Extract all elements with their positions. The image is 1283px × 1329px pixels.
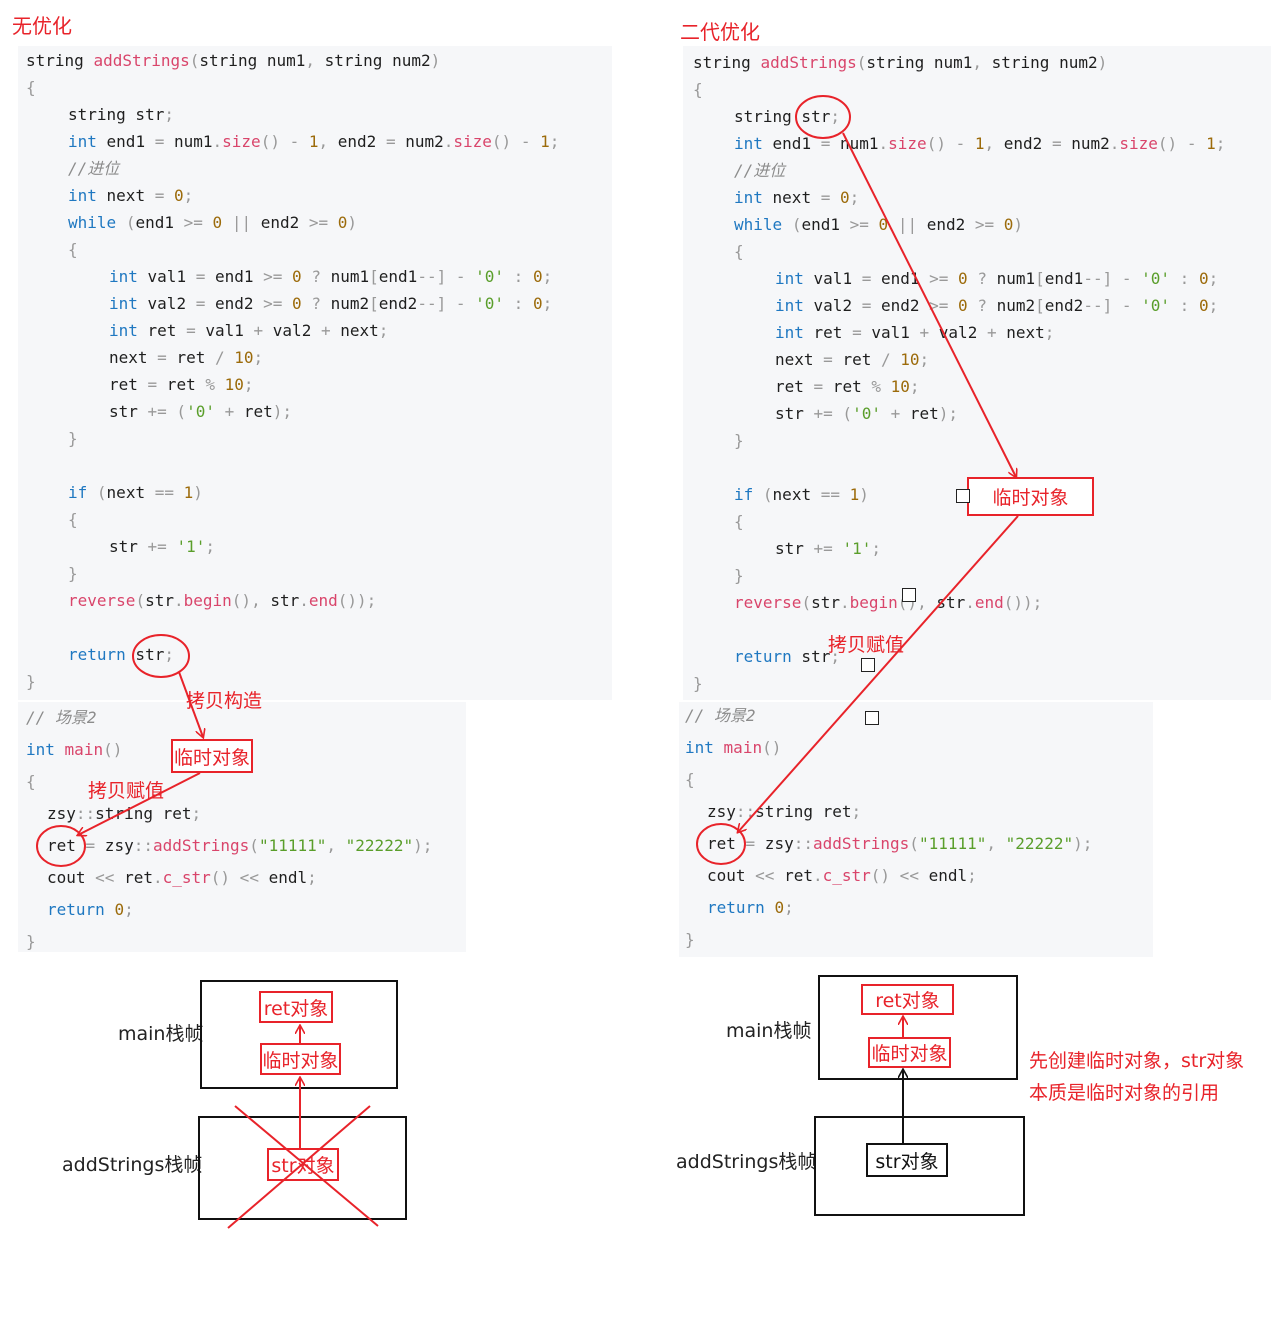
code-comment: //进位 xyxy=(734,161,786,180)
right-addstrings-frame-label: addStrings栈帧 xyxy=(676,1151,817,1173)
code-line: next = ret / 10; xyxy=(109,348,264,367)
square-marker xyxy=(956,489,970,503)
code-line: int val1 = end1 >= 0 ? num1[end1--] - '0… xyxy=(109,267,553,286)
left-temp-object-frame-box: 临时对象 xyxy=(260,1043,341,1075)
left-copy-construct-label: 拷贝构造 xyxy=(186,690,263,712)
code-line: } xyxy=(68,564,78,583)
code-line: return 0; xyxy=(707,898,794,917)
code-line: while (end1 >= 0 || end2 >= 0) xyxy=(68,213,358,232)
square-marker xyxy=(861,658,875,672)
code-line: } xyxy=(685,930,695,949)
code-line: ret = ret % 10; xyxy=(109,375,254,394)
left-addstrings-frame-label: addStrings栈帧 xyxy=(62,1154,203,1176)
code-line: } xyxy=(26,932,36,951)
right-temp-object-box: 临时对象 xyxy=(967,477,1094,516)
left-heading: 无优化 xyxy=(12,14,72,38)
code-line: { xyxy=(68,510,78,529)
right-note-line1: 先创建临时对象，str对象 xyxy=(1029,1050,1245,1072)
code-line: reverse(str.begin(), str.end()); xyxy=(68,591,377,610)
code-line: str += '1'; xyxy=(775,539,881,558)
left-temp-object-box: 临时对象 xyxy=(171,739,253,773)
code-line: while (end1 >= 0 || end2 >= 0) xyxy=(734,215,1024,234)
code-line: { xyxy=(26,772,36,791)
square-marker xyxy=(865,711,879,725)
left-main-frame-label: main栈帧 xyxy=(118,1023,204,1045)
code-line: } xyxy=(734,431,744,450)
code-line: zsy::string ret; xyxy=(707,802,862,821)
code-line: { xyxy=(734,512,744,531)
code-line: return str; xyxy=(734,647,840,666)
right-addstrings-code: string addStrings(string num1, string nu… xyxy=(683,46,1271,700)
code-line: { xyxy=(685,770,695,789)
code-comment: // 场景2 xyxy=(685,706,756,725)
code-line: if (next == 1) xyxy=(734,485,869,504)
right-temp-object-frame-box: 临时对象 xyxy=(868,1037,951,1068)
code-line: str += ('0' + ret); xyxy=(775,404,959,423)
code-comment: // 场景2 xyxy=(26,708,97,727)
code-line: int main() xyxy=(685,738,782,757)
code-line: str += ('0' + ret); xyxy=(109,402,293,421)
code-line: } xyxy=(693,674,703,693)
code-line: if (next == 1) xyxy=(68,483,203,502)
code-line: int main() xyxy=(26,740,123,759)
right-str-object-box: str对象 xyxy=(866,1143,948,1177)
code-line: int ret = val1 + val2 + next; xyxy=(775,323,1055,342)
right-copy-assign-label: 拷贝赋值 xyxy=(828,634,905,656)
code-line: ret = zsy::addStrings("11111", "22222"); xyxy=(707,834,1093,853)
code-line: cout << ret.c_str() << endl; xyxy=(47,868,317,887)
square-marker xyxy=(902,588,916,602)
code-line: string addStrings(string num1, string nu… xyxy=(693,53,1108,72)
left-addstrings-code: string addStrings(string num1, string nu… xyxy=(18,46,612,700)
code-line: { xyxy=(693,80,703,99)
code-line: int ret = val1 + val2 + next; xyxy=(109,321,389,340)
code-line: int end1 = num1.size() - 1, end2 = num2.… xyxy=(68,132,560,151)
left-str-object-box: str对象 xyxy=(267,1148,339,1181)
right-main-frame-box xyxy=(818,975,1018,1080)
right-main-frame-label: main栈帧 xyxy=(726,1020,812,1042)
code-line: str += '1'; xyxy=(109,537,215,556)
code-line: string str; xyxy=(734,107,840,126)
code-line: int val1 = end1 >= 0 ? num1[end1--] - '0… xyxy=(775,269,1219,288)
code-line: { xyxy=(734,242,744,261)
code-line: int next = 0; xyxy=(734,188,860,207)
code-line: } xyxy=(26,672,36,691)
code-line: return 0; xyxy=(47,900,134,919)
right-note-line2: 本质是临时对象的引用 xyxy=(1029,1082,1220,1104)
right-ret-object-box: ret对象 xyxy=(861,984,954,1015)
code-line: zsy::string ret; xyxy=(47,804,202,823)
right-heading: 二代优化 xyxy=(680,20,760,44)
code-line: ret = zsy::addStrings("11111", "22222"); xyxy=(47,836,433,855)
left-ret-object-box: ret对象 xyxy=(259,991,333,1023)
right-str-object-label: str对象 xyxy=(875,1150,939,1173)
code-line: } xyxy=(68,429,78,448)
code-line: int end1 = num1.size() - 1, end2 = num2.… xyxy=(734,134,1226,153)
code-line: ret = ret % 10; xyxy=(775,377,920,396)
code-line: reverse(str.begin(), str.end()); xyxy=(734,593,1043,612)
code-line: int val2 = end2 >= 0 ? num2[end2--] - '0… xyxy=(109,294,553,313)
right-main-code: // 场景2 int main() { zsy::string ret; ret… xyxy=(679,702,1153,957)
code-line: } xyxy=(734,566,744,585)
code-line: { xyxy=(68,240,78,259)
left-copy-assign-label: 拷贝赋值 xyxy=(88,780,165,802)
code-line: cout << ret.c_str() << endl; xyxy=(707,866,977,885)
code-line: { xyxy=(26,78,36,97)
right-addstrings-frame-box xyxy=(814,1116,1025,1216)
code-comment: //进位 xyxy=(68,159,120,178)
code-line: string addStrings(string num1, string nu… xyxy=(26,51,441,70)
code-line: return str; xyxy=(68,645,174,664)
code-line: string str; xyxy=(68,105,174,124)
code-line: int next = 0; xyxy=(68,186,194,205)
code-line: next = ret / 10; xyxy=(775,350,930,369)
code-line: int val2 = end2 >= 0 ? num2[end2--] - '0… xyxy=(775,296,1219,315)
